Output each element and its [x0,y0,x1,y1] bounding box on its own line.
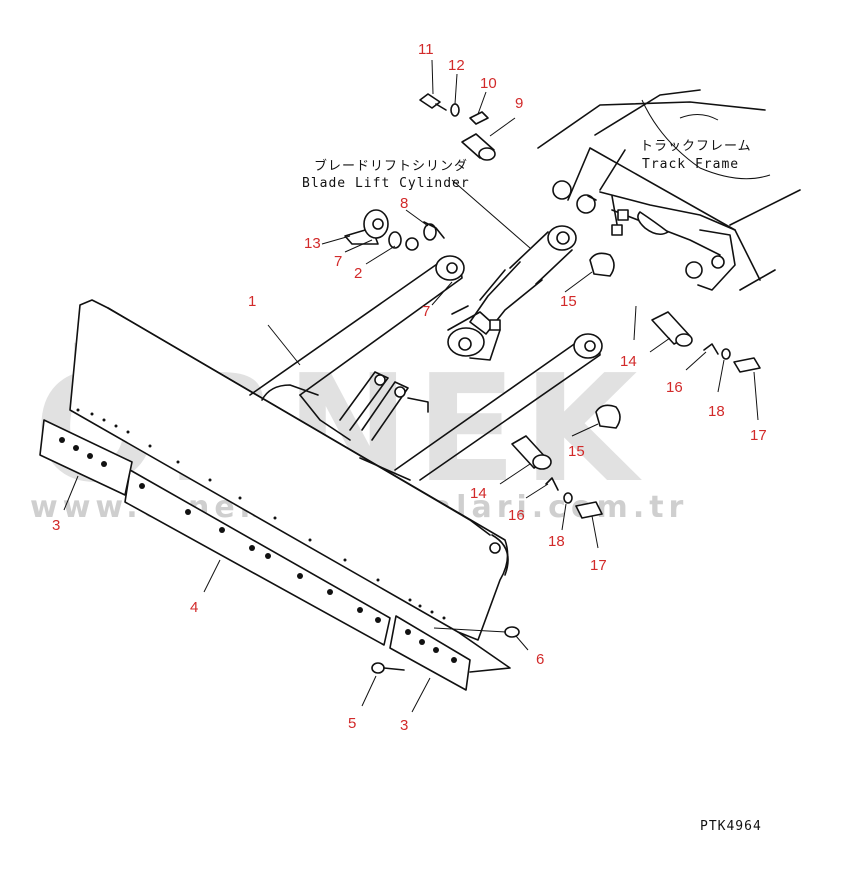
label-blade-lift-cylinder-en: Blade Lift Cylinder [302,176,470,191]
label-blade-lift-cylinder-jp: ブレードリフトシリンダ [314,158,468,174]
callout-17-top: 17 [750,427,767,444]
callout-1: 1 [248,293,256,310]
callout-18-top: 18 [708,403,725,420]
callout-6: 6 [536,651,544,668]
label-track-frame-jp: トラックフレーム [640,139,752,154]
callout-12: 12 [448,57,465,74]
callout-13: 13 [304,235,321,252]
label-track-frame-en: Track Frame [642,157,739,172]
track-frame [537,89,801,291]
callout-2: 2 [354,265,362,282]
callout-10: 10 [480,75,497,92]
callout-15-top: 15 [560,293,577,310]
text-labels: ブレードリフトシリンダ Blade Lift Cylinder トラックフレーム… [302,139,762,834]
callout-9: 9 [515,95,523,112]
callout-14-bottom: 14 [470,485,487,502]
leader-lines [63,59,759,713]
callout-3-right: 3 [400,717,408,734]
callout-8: 8 [400,195,408,212]
callout-17-bottom: 17 [590,557,607,574]
callout-4: 4 [190,599,198,616]
callout-5: 5 [348,715,356,732]
callout-7-top: 7 [334,253,342,270]
callout-14-top: 14 [620,353,637,370]
blade-lift-cylinder [447,225,577,361]
callouts: 11 12 10 9 8 13 7 2 7 1 15 14 16 18 17 1… [52,41,767,734]
blade-assembly [39,255,603,691]
callout-16-top: 16 [666,379,683,396]
callout-16-bottom: 16 [508,507,525,524]
callout-3-left: 3 [52,517,60,534]
callout-11: 11 [418,41,434,58]
callout-15-bottom: 15 [568,443,585,460]
diagram-code: PTK4964 [700,819,762,834]
callout-18-bottom: 18 [548,533,565,550]
callout-7-mid: 7 [422,303,430,320]
